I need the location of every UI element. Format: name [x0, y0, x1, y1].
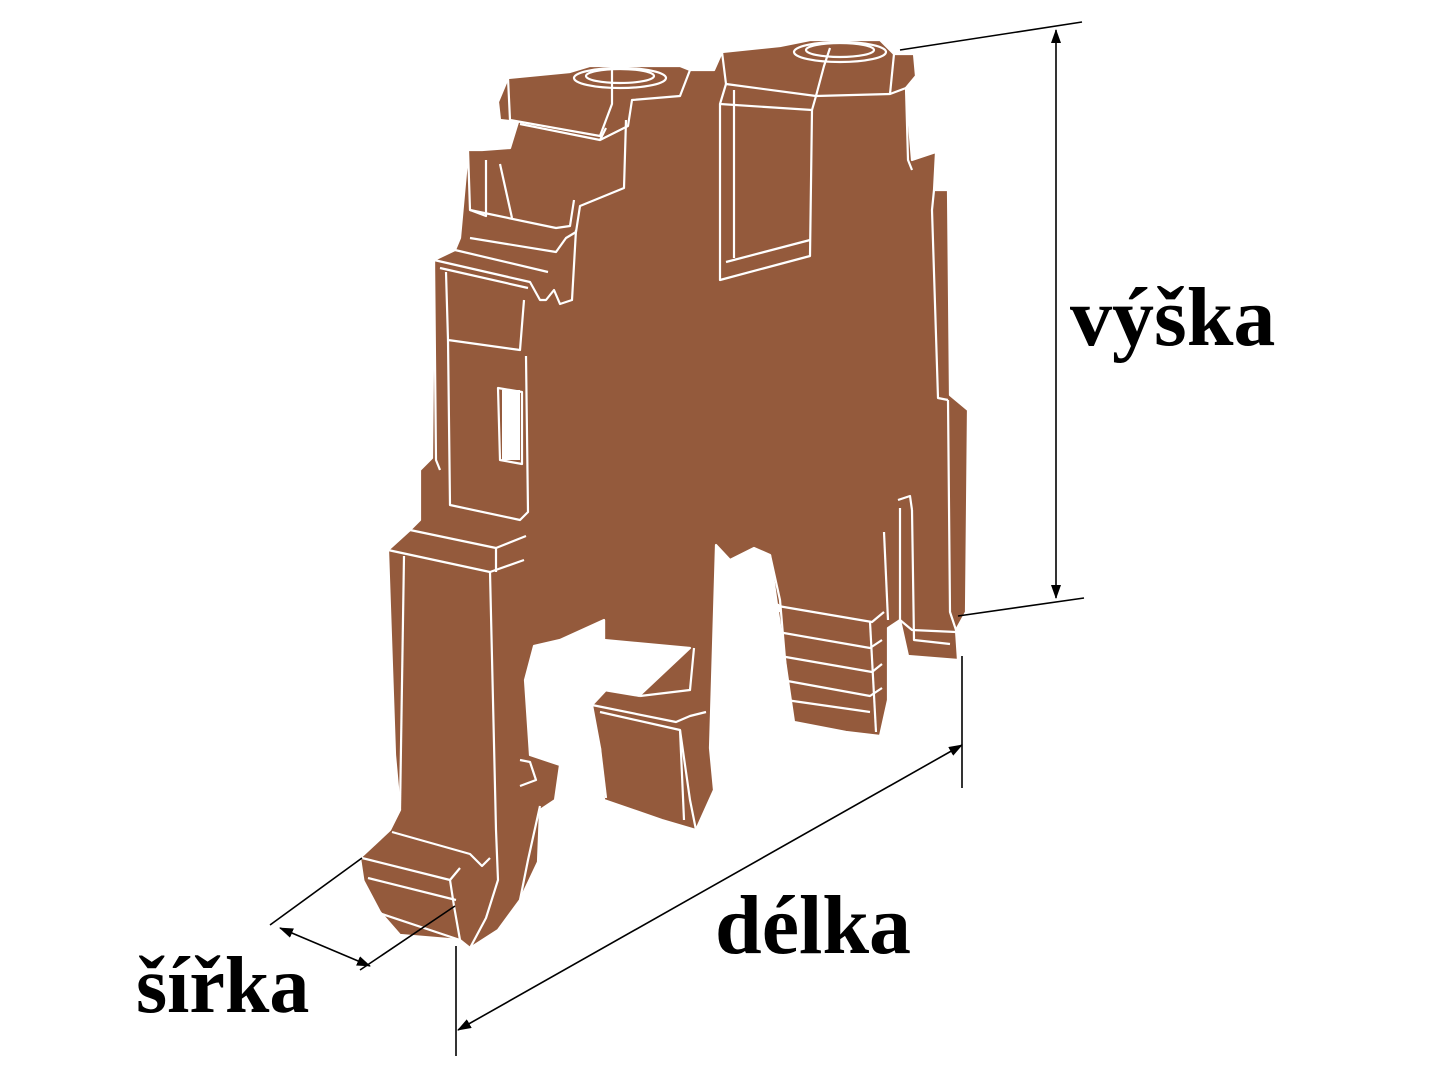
- height-extension-bottom: [957, 597, 1085, 617]
- width-label: šířka: [136, 942, 310, 1030]
- height-label: výška: [1070, 271, 1276, 364]
- screw-hole-left-inner: [584, 67, 656, 85]
- length-dimension-line: [457, 744, 963, 1031]
- terminal-block-detail-lines: [358, 40, 958, 949]
- height-extension-top: [899, 21, 1083, 51]
- width-extension-right: [359, 905, 456, 971]
- length-label: délka: [715, 879, 912, 972]
- terminal-block-body: [358, 38, 970, 950]
- width-dimension-line: [279, 927, 371, 967]
- window-slot: [502, 390, 520, 460]
- dimension-lines: [269, 21, 1085, 1056]
- terminal-block-silhouette: [358, 38, 970, 950]
- width-extension-left: [269, 857, 363, 926]
- screw-hole-right-inner: [804, 41, 876, 59]
